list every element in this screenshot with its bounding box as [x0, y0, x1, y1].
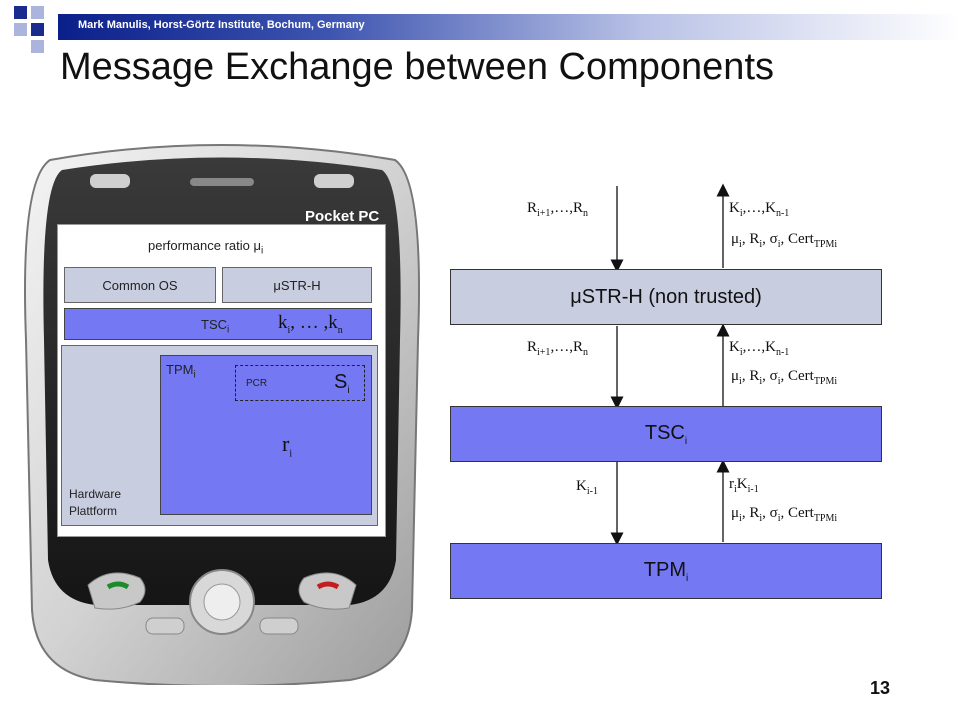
- tpm-label: TPMi: [166, 362, 196, 381]
- ustr-h-box: μSTR-H: [222, 267, 372, 303]
- header-bar: Mark Manulis, Horst-Görtz Institute, Boc…: [58, 14, 960, 40]
- hardware-platform-label: Hardware Plattform: [69, 487, 122, 518]
- label-r-list-mid: Ri+1,…,Rn: [527, 339, 588, 358]
- tsc-bar-label: TSCi: [201, 317, 230, 336]
- call-green-button: [87, 572, 146, 610]
- pocket-pc-brand: Pocket PC: [305, 208, 380, 225]
- common-os-label: Common OS: [102, 277, 178, 293]
- header-square-light-3: [31, 40, 44, 53]
- tsc-box: TSCi: [450, 406, 882, 462]
- tpm-box-right: TPMi: [450, 543, 882, 599]
- label-k-prev-down: Ki-1: [576, 478, 598, 497]
- r-label: ri: [282, 431, 293, 460]
- tpm-box-label: TPMi: [643, 558, 689, 584]
- label-mu-bottom: μi, Ri, σi, CertTPMi: [731, 505, 838, 524]
- call-red-button: [298, 572, 357, 610]
- performance-ratio-label: performance ratio μi: [148, 238, 263, 257]
- performance-ratio-sub: i: [260, 245, 264, 257]
- tsc-keys: ki, … ,kn: [278, 312, 343, 336]
- tsc-bar: TSCi ki, … ,kn: [64, 308, 372, 340]
- tsc-box-label: TSCi: [644, 421, 688, 447]
- label-mu-mid: μi, Ri, σi, CertTPMi: [731, 368, 838, 387]
- ustrh-box: μSTR-H (non trusted): [450, 269, 882, 325]
- page-number: 13: [870, 678, 891, 698]
- ustr-h-label: μSTR-H: [273, 277, 321, 293]
- pcr-box: PCR Si: [235, 365, 365, 401]
- label-k-list-mid: Ki,…,Kn-1: [729, 339, 790, 358]
- header-square-dark-2: [31, 23, 44, 36]
- performance-ratio-text: performance ratio μ: [148, 238, 261, 253]
- tpm-box: TPMi PCR Si ri: [160, 355, 372, 515]
- pcr-label: PCR: [246, 378, 268, 389]
- header-square-light-1: [31, 6, 44, 19]
- label-mu-top: μi, Ri, σi, CertTPMi: [731, 231, 838, 250]
- slide-title: Message Exchange between Components: [60, 46, 775, 88]
- author-line: Mark Manulis, Horst-Görtz Institute, Boc…: [78, 19, 365, 31]
- header-square-dark-1: [14, 6, 27, 19]
- common-os-box: Common OS: [64, 267, 216, 303]
- label-r-list-top: Ri+1,…,Rn: [527, 200, 588, 219]
- s-label: Si: [334, 371, 350, 396]
- header-square-light-2: [14, 23, 27, 36]
- label-k-list-top: Ki,…,Kn-1: [729, 200, 790, 219]
- label-rk-up: riKi-1: [729, 476, 759, 495]
- ustrh-box-label: μSTR-H (non trusted): [570, 285, 762, 308]
